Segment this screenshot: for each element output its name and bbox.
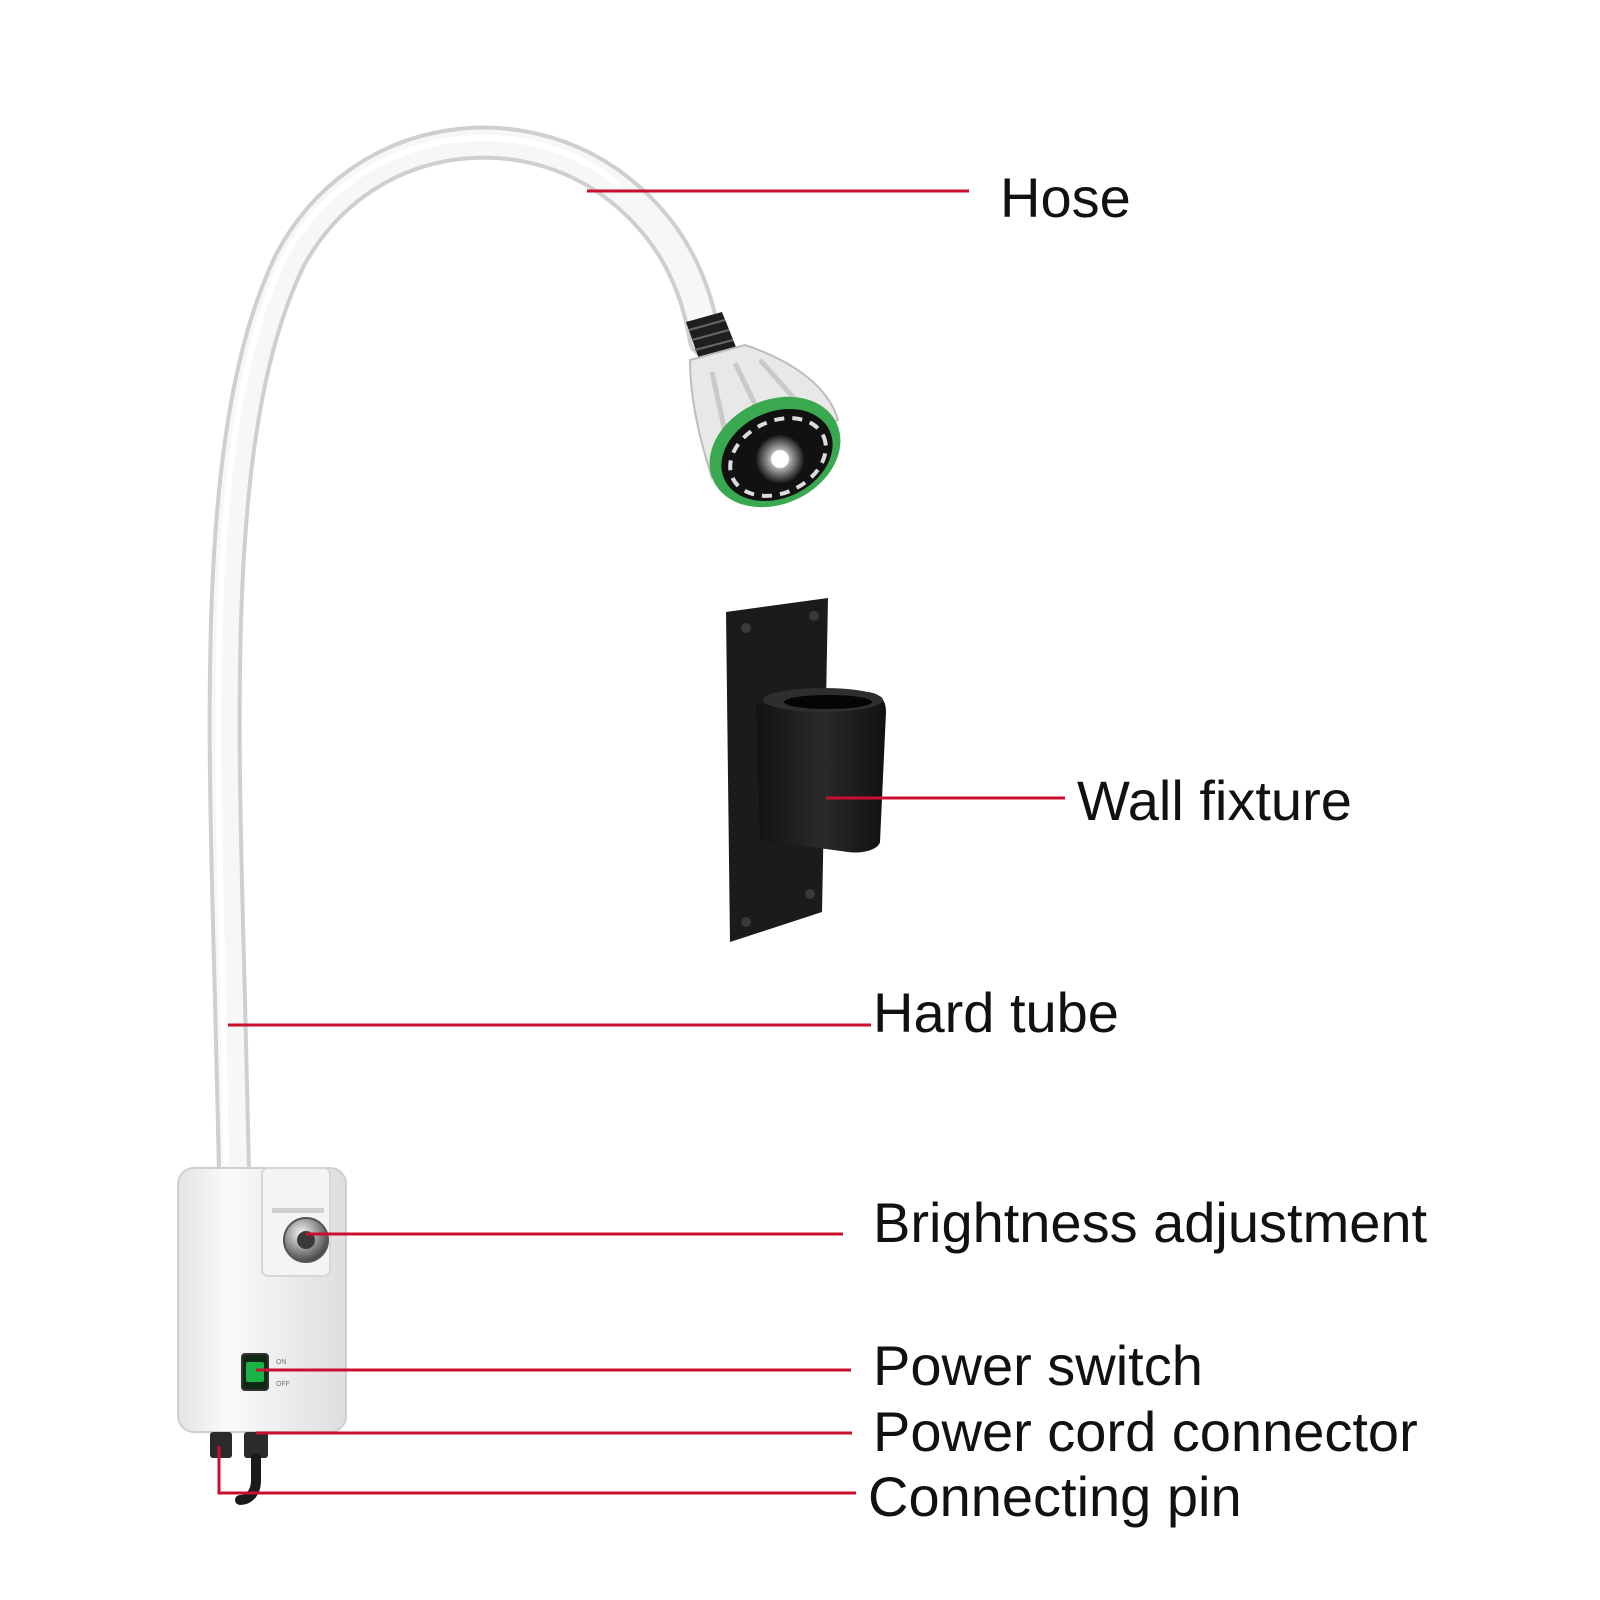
label-hose: Hose [1000, 166, 1131, 229]
label-power-switch: Power switch [873, 1334, 1203, 1397]
switch-on-mark: ON [276, 1359, 287, 1366]
label-hard-tube: Hard tube [873, 981, 1119, 1044]
leader-lines [217, 189, 1065, 1495]
tube-socket [756, 692, 886, 853]
leader-line-connecting-pin [217, 1446, 856, 1495]
connecting-pin [210, 1432, 232, 1458]
hose [211, 129, 718, 1183]
lamp-head [686, 312, 841, 508]
wall-fixture [726, 598, 886, 942]
switch-off-mark: OFF [276, 1381, 290, 1388]
lamp-arm [207, 125, 722, 1187]
hose-highlight [215, 134, 621, 1163]
label-wall-fixture: Wall fixture [1077, 769, 1352, 832]
control-box: ON OFF [177, 1167, 347, 1505]
label-power-cord-connector: Power cord connector [873, 1400, 1418, 1463]
hose-shadow [207, 125, 722, 1187]
label-brightness-adjustment: Brightness adjustment [873, 1191, 1428, 1254]
label-connecting-pin: Connecting pin [868, 1465, 1242, 1528]
power-cord-connector [244, 1432, 268, 1458]
